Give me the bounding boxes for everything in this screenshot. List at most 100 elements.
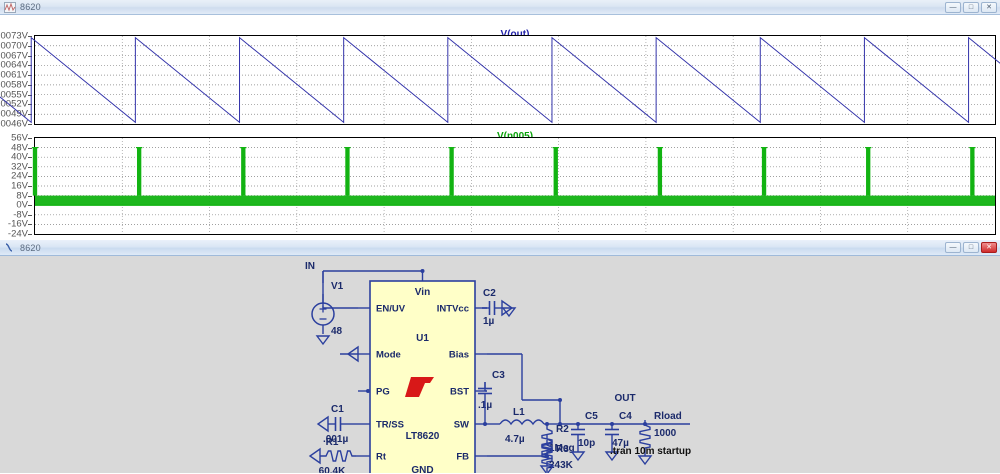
y-tick-mark [28, 65, 32, 67]
y-tick-mark [28, 205, 32, 207]
y-tick-label: 5.0055V [0, 89, 28, 101]
schematic-window-controls: — □ ✕ [945, 242, 997, 253]
component-ref-r3: R3 [556, 444, 569, 455]
ground-flag-c2 [501, 299, 514, 317]
rload-resistor[interactable] [639, 420, 651, 452]
y-tick-mark [28, 45, 32, 47]
ground-v1 [315, 335, 331, 346]
ic-pin-bias: Bias [449, 350, 469, 361]
component-value-r2: 1Meg [549, 443, 575, 454]
close-button[interactable]: ✕ [981, 1, 997, 13]
ic-part-number: LT8620 [406, 431, 440, 442]
y-tick-mark [28, 166, 32, 168]
ground-flag-c1 [316, 415, 329, 433]
schematic-window-titlebar[interactable]: 8620 — □ ✕ [0, 240, 1000, 256]
maximize-button[interactable]: □ [963, 242, 979, 253]
component-ref-rload: Rload [654, 411, 682, 422]
y-tick-label: 5.0073V [0, 30, 28, 42]
component-value-rload: 1000 [654, 428, 677, 439]
c2-capacitor[interactable] [482, 301, 502, 315]
component-ref-r2: R2 [556, 424, 569, 435]
y-tick-label: -16V [7, 218, 28, 230]
minimize-button[interactable]: — [945, 1, 961, 13]
component-value-r1: 60.4K [319, 466, 346, 473]
y-tick-mark [28, 75, 32, 77]
ic-pin-intvcc: INTVcc [437, 304, 469, 315]
ic-pin-bst: BST [450, 387, 469, 398]
y-tick-mark [28, 234, 32, 235]
y-tick-label: 24V [11, 170, 28, 182]
minimize-button[interactable]: — [945, 242, 961, 253]
r1-resistor[interactable] [320, 450, 356, 462]
close-button[interactable]: ✕ [981, 242, 997, 253]
y-tick-mark [28, 138, 32, 139]
plot-pane-vn005[interactable] [31, 137, 996, 235]
y-tick-mark [28, 214, 32, 216]
plot-body: V(out) 5.0073V5.0070V5.0067V5.0064V5.006… [0, 15, 1000, 252]
junction-dot [420, 269, 425, 273]
ground-flag-r1 [308, 447, 321, 465]
waveform-window-title: 8620 [20, 2, 41, 12]
lt-logo [405, 377, 434, 397]
ground-c5 [570, 451, 586, 462]
ground-rload [637, 455, 653, 466]
component-ref-r1: R1 [326, 437, 339, 448]
y-tick-mark [28, 157, 32, 159]
component-ref-c3: C3 [492, 370, 505, 381]
y-tick-mark [28, 147, 32, 149]
l1-inductor[interactable] [499, 419, 545, 426]
waveform-viewer-window: 8620 — □ ✕ V(out) 5.0073V5.0070V5.0067V5… [0, 0, 1000, 252]
y-tick-mark [28, 224, 32, 226]
component-value-c1: .001µ [323, 434, 348, 445]
waveform-window-controls: — □ ✕ [945, 1, 997, 13]
y-tick-label: 5.0061V [0, 69, 28, 81]
y-tick-label: 5.0070V [0, 40, 28, 52]
junction-dot [643, 422, 647, 426]
y-tick-mark [28, 176, 32, 178]
ic-pin-trss: TR/SS [376, 420, 404, 431]
y-tick-label: 0V [16, 199, 28, 211]
plot-pane-vout[interactable] [0, 35, 1000, 125]
y-tick-mark [28, 124, 32, 125]
ground-flag-mode [346, 345, 359, 363]
spice-directive: .tran 10m startup [610, 446, 691, 457]
y-tick-label: 48V [11, 142, 28, 154]
y-tick-label: -24V [7, 228, 28, 240]
r3-resistor[interactable] [541, 434, 553, 466]
y-tick-label: 8V [16, 190, 28, 202]
component-ref-c2: C2 [483, 288, 496, 299]
y-tick-label: 40V [11, 151, 28, 163]
y-tick-mark [28, 186, 32, 187]
c5-capacitor[interactable] [571, 423, 585, 441]
y-tick-mark [28, 94, 32, 96]
maximize-button[interactable]: □ [963, 1, 979, 13]
y-tick-mark [28, 104, 32, 106]
y-tick-label: 5.0067V [0, 50, 28, 62]
y-tick-label: 5.0049V [0, 108, 28, 120]
c4-capacitor[interactable] [605, 423, 619, 441]
y-tick-mark [28, 36, 32, 37]
y-tick-label: 56V [11, 132, 28, 144]
waveform-icon [4, 1, 16, 13]
schematic-icon [4, 242, 16, 253]
component-value-r3: 243K [549, 460, 574, 471]
component-ref-c5: C5 [585, 411, 598, 422]
ic-pin-vin: Vin [415, 287, 430, 298]
c1-capacitor[interactable] [328, 417, 348, 431]
schematic-window-title: 8620 [20, 242, 41, 253]
y-tick-label: 32V [11, 161, 28, 173]
waveform-trace-vn005[interactable] [31, 138, 995, 234]
ic-pin-pg: PG [376, 387, 390, 398]
ground-r3 [539, 465, 555, 473]
y-tick-label: 16V [11, 180, 28, 192]
waveform-window-titlebar[interactable]: 8620 — □ ✕ [0, 0, 1000, 15]
waveform-trace-vout[interactable] [0, 36, 1000, 124]
net-label-out: OUT [614, 393, 635, 404]
y-tick-mark [28, 84, 32, 86]
junction-dot [610, 422, 614, 426]
grid-vout [35, 36, 995, 124]
y-tick-label: 5.0058V [0, 79, 28, 91]
schematic-drawing: VinU1LT8620GNDEN/UVModePGTR/SSRtINTVccBi… [305, 261, 691, 473]
